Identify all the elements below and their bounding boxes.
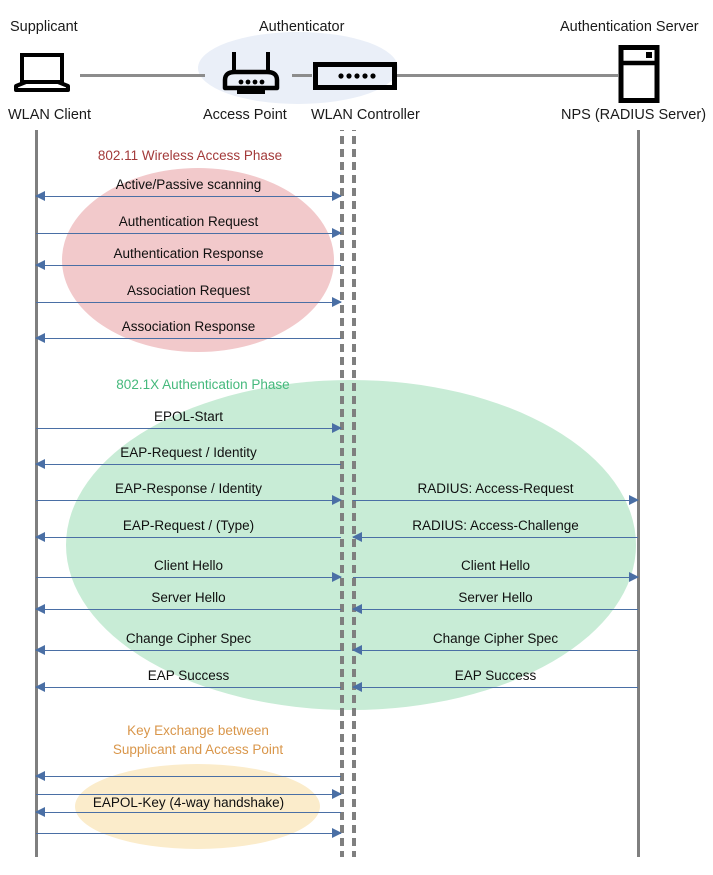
phase-caption-wireless-access: 802.11 Wireless Access Phase <box>97 148 283 163</box>
arrowhead-left-icon <box>35 260 45 270</box>
message-line <box>36 500 341 501</box>
message-line <box>36 812 341 813</box>
lifeline-wlan-controller <box>352 130 356 857</box>
message-label: Active/Passive scanning <box>115 177 262 192</box>
message-label: Client Hello <box>153 558 224 573</box>
message-line <box>36 650 341 651</box>
phase-ellipse-wireless-access <box>62 168 334 352</box>
wire-wlc-to-nps <box>396 74 618 77</box>
authenticator-group-highlight <box>198 32 398 104</box>
message-line <box>36 265 341 266</box>
message-label: Change Cipher Spec <box>432 631 559 646</box>
access-point-icon <box>215 48 287 96</box>
arrowhead-right-icon <box>332 495 342 505</box>
node-label-access-point: Access Point <box>203 107 287 123</box>
message-line <box>353 537 638 538</box>
arrowhead-right-icon <box>332 297 342 307</box>
node-label-wlan-client: WLAN Client <box>8 107 91 123</box>
message-line <box>36 196 341 197</box>
arrowhead-left-icon <box>352 645 362 655</box>
role-title-authenticator: Authenticator <box>259 19 345 35</box>
message-line <box>353 500 638 501</box>
message-line <box>353 650 638 651</box>
message-line <box>36 464 341 465</box>
phase-caption-dot1x-authentication: 802.1X Authentication Phase <box>116 377 290 392</box>
message-line <box>36 794 341 795</box>
arrowhead-left-icon <box>352 532 362 542</box>
message-label: EPOL-Start <box>153 409 224 424</box>
message-line <box>36 776 341 777</box>
arrowhead-left-icon <box>35 532 45 542</box>
arrowhead-left-icon <box>35 459 45 469</box>
phase-caption-line2: Supplicant and Access Point <box>112 742 284 757</box>
wire-client-to-ap <box>80 74 205 77</box>
arrowhead-right-icon <box>332 423 342 433</box>
message-line <box>353 577 638 578</box>
arrowhead-left-icon <box>35 604 45 614</box>
message-label: RADIUS: Access-Challenge <box>412 518 579 533</box>
message-label: Client Hello <box>460 558 531 573</box>
message-line <box>353 609 638 610</box>
arrowhead-left-icon <box>35 333 45 343</box>
message-line <box>36 833 341 834</box>
lifeline-nps <box>637 130 640 857</box>
message-label: EAP Success <box>454 668 537 683</box>
arrowhead-left-icon <box>35 682 45 692</box>
message-label: EAP-Response / Identity <box>114 481 263 496</box>
arrowhead-right-icon <box>332 191 342 201</box>
message-line <box>36 687 341 688</box>
wlan-controller-icon <box>313 62 397 90</box>
arrowhead-left-icon <box>35 771 45 781</box>
message-line <box>36 338 341 339</box>
message-line <box>36 609 341 610</box>
message-label: Server Hello <box>151 590 226 605</box>
message-label: Association Request <box>126 283 251 298</box>
message-label: EAP Success <box>147 668 230 683</box>
message-label: Server Hello <box>458 590 533 605</box>
role-title-authentication-server: Authentication Server <box>560 19 699 35</box>
arrowhead-right-icon <box>629 495 639 505</box>
message-label: RADIUS: Access-Request <box>417 481 574 496</box>
message-label: Association Response <box>121 319 256 334</box>
node-label-wlan-controller: WLAN Controller <box>311 107 420 123</box>
arrowhead-left-icon <box>35 191 45 201</box>
message-line <box>36 428 341 429</box>
phase-caption-key-exchange: Key Exchange between Supplicant and Acce… <box>83 721 313 759</box>
arrowhead-left-icon <box>35 645 45 655</box>
arrowhead-left-icon <box>35 807 45 817</box>
node-label-nps: NPS (RADIUS Server) <box>561 107 707 123</box>
arrowhead-right-icon <box>629 572 639 582</box>
arrowhead-right-icon <box>332 828 342 838</box>
server-icon <box>618 45 660 103</box>
message-label: EAP-Request / Identity <box>120 445 257 460</box>
message-line <box>36 302 341 303</box>
arrowhead-left-icon <box>352 682 362 692</box>
message-line <box>36 577 341 578</box>
message-label: Change Cipher Spec <box>125 631 252 646</box>
lifeline-wlan-client <box>35 130 38 857</box>
message-label: Authentication Response <box>113 246 264 261</box>
phase-ellipse-dot1x-authentication <box>66 380 636 710</box>
arrowhead-right-icon <box>332 572 342 582</box>
lifeline-access-point <box>340 130 344 857</box>
message-line <box>353 687 638 688</box>
arrowhead-right-icon <box>332 228 342 238</box>
wire-ap-to-wlc <box>292 74 312 77</box>
arrowhead-left-icon <box>352 604 362 614</box>
phase-ellipse-key-exchange <box>75 764 320 849</box>
arrowhead-right-icon <box>332 789 342 799</box>
message-label: Authentication Request <box>118 214 259 229</box>
laptop-icon <box>12 52 72 94</box>
message-line <box>36 537 341 538</box>
role-title-supplicant: Supplicant <box>10 19 78 35</box>
message-line <box>36 233 341 234</box>
message-label: EAPOL-Key (4-way handshake) <box>92 795 285 810</box>
phase-caption-line1: Key Exchange between <box>127 723 269 738</box>
message-label: EAP-Request / (Type) <box>122 518 255 533</box>
